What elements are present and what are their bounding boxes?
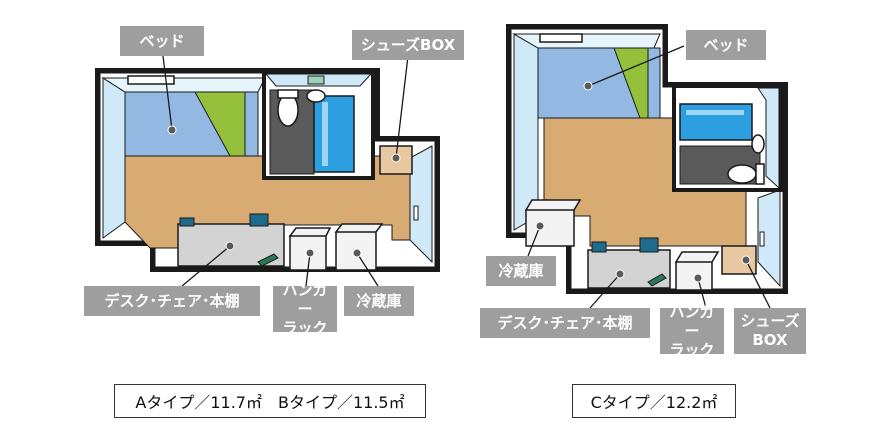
- plan-c-window-top: [512, 33, 661, 49]
- label-c-shoe-box: シューズ BOX: [734, 308, 806, 354]
- plan-ab-bathtub: [313, 95, 355, 173]
- label-ab-fridge: 冷蔵庫: [344, 286, 414, 316]
- plan-ab-chair-2: [249, 213, 269, 227]
- caption-ab-type: Aタイプ／11.7㎡ Bタイプ／11.5㎡: [114, 384, 426, 418]
- floor-plan-ab-type: [95, 55, 440, 287]
- dot-c-shoe-box: [741, 255, 751, 265]
- plan-c-leader-lines: [527, 45, 771, 309]
- plan-c-bathtub: [679, 103, 753, 141]
- plan-ab-door-handle: [413, 205, 419, 221]
- dot-ab-hanger: [305, 248, 315, 258]
- dot-c-fridge: [535, 221, 545, 231]
- dot-c-desk: [615, 269, 625, 279]
- plan-c-toilet: [727, 164, 757, 184]
- plan-c-chair-2: [639, 237, 659, 253]
- plan-c-sink: [751, 134, 765, 154]
- plan-ab-desk-item: [257, 253, 279, 267]
- leader-ab-shoe-box: [395, 55, 409, 159]
- plan-ab-bath-fan: [307, 75, 325, 85]
- label-c-bed: ベッド: [686, 30, 766, 60]
- plan-c-bed-blanket: [613, 47, 649, 119]
- plan-ab-bathtub-highlight: [322, 102, 328, 166]
- plan-ab-toilet: [277, 93, 299, 127]
- leader-c-shoe-box: [745, 259, 771, 309]
- plan-c-window-right: [757, 189, 781, 288]
- dot-ab-fridge: [352, 248, 362, 258]
- label-ab-bed: ベッド: [120, 26, 204, 56]
- plan-ab-leader-dots: [167, 125, 401, 258]
- leader-c-hanger: [697, 277, 707, 309]
- plan-ab-fridge: [334, 223, 384, 271]
- leader-c-desk: [589, 273, 621, 309]
- plan-ab-bed-blanket: [194, 91, 246, 157]
- dot-ab-shoe-box: [391, 153, 401, 163]
- leader-c-fridge: [527, 225, 541, 257]
- plan-c-air-conditioner: [539, 33, 583, 43]
- caption-c-type: Cタイプ／12.2㎡: [572, 384, 736, 418]
- floor-plan-c-type: [506, 24, 788, 309]
- plan-ab-sink: [306, 89, 326, 103]
- dot-c-hanger: [693, 273, 703, 283]
- plan-c-chair-1: [591, 241, 607, 253]
- dot-ab-bed: [167, 125, 177, 135]
- plan-c-leader-dots: [535, 81, 751, 283]
- leader-ab-fridge: [356, 252, 379, 287]
- dot-ab-desk: [225, 241, 235, 251]
- plan-c-toilet-tank: [755, 163, 765, 185]
- label-c-hanger: ハンガー ラック: [660, 303, 724, 359]
- dot-c-bed: [583, 81, 593, 91]
- label-c-fridge: 冷蔵庫: [486, 256, 556, 286]
- plan-c-bathtub-highlight: [686, 110, 744, 115]
- plan-ab-air-conditioner: [127, 75, 175, 85]
- plan-c-desk-item: [647, 273, 667, 287]
- plan-c-fridge: [524, 199, 582, 247]
- plan-ab-chair-1: [179, 217, 195, 227]
- leader-ab-desk: [181, 245, 231, 287]
- label-ab-hanger: ハンガー ラック: [273, 281, 337, 337]
- label-c-desk: デスク･チェア･本棚: [480, 308, 650, 338]
- plan-c-bathroom-window: [757, 87, 780, 190]
- plan-c-hanger-rack: [674, 251, 720, 291]
- leader-c-bed: [587, 45, 685, 87]
- plan-c-door-handle: [759, 231, 765, 247]
- label-ab-desk: デスク･チェア･本棚: [84, 286, 260, 316]
- label-ab-shoe-box: シューズBOX: [352, 30, 464, 60]
- leader-ab-bed: [162, 55, 173, 131]
- leader-ab-hanger: [305, 252, 311, 287]
- plan-ab-window-left: [102, 77, 126, 239]
- plan-ab-leader-lines: [162, 55, 409, 287]
- plan-ab-toilet-tank: [277, 89, 299, 99]
